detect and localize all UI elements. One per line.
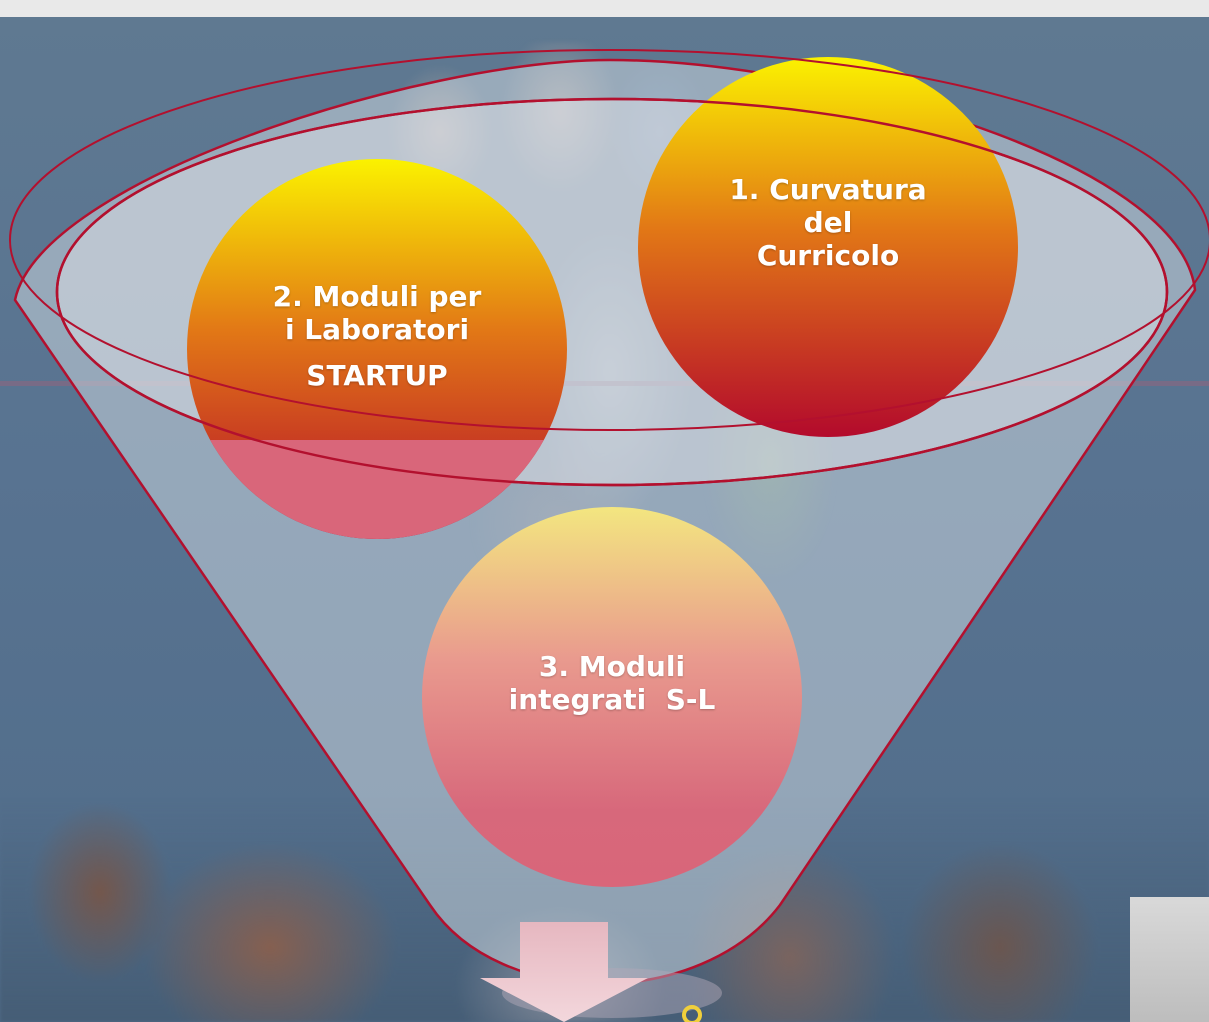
bubble-moduli-lab-faded	[210, 440, 544, 539]
bubble-label-curvatura: 1. Curvatura del Curricolo	[729, 173, 927, 272]
down-arrow-icon	[480, 922, 648, 1022]
photo-panel-right	[1130, 897, 1209, 1022]
bottom-ring-icon	[682, 1005, 702, 1022]
funnel-rim-outline	[55, 97, 1169, 487]
bubble-curvatura	[638, 57, 1018, 437]
bubble-label-moduli-lab: 2. Moduli per i Laboratori STARTUP	[272, 280, 482, 392]
funnel-rim-outer	[9, 49, 1209, 431]
bubble-label-moduli-sl: 3. Moduli integrati S-L	[508, 650, 716, 716]
bubble-moduli-sl	[422, 507, 802, 887]
